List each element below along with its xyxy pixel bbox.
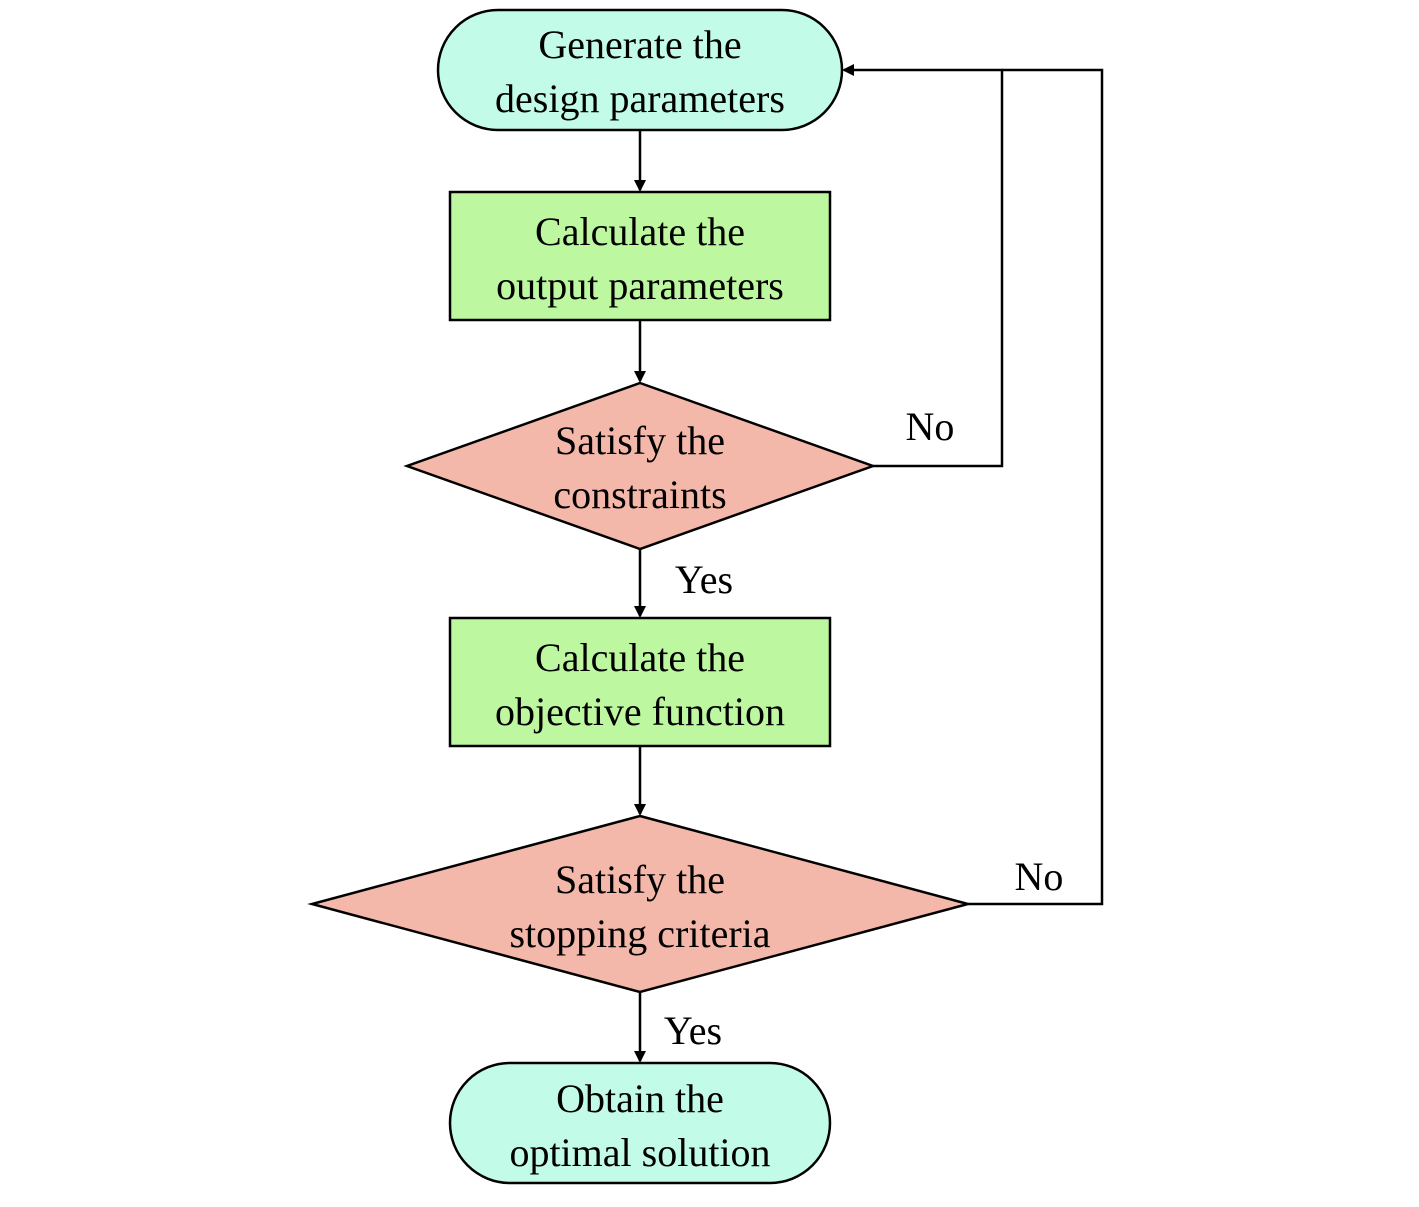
arrow-stopping-no-to-start xyxy=(968,68,1104,906)
calc-output-line2: output parameters xyxy=(496,263,784,308)
start-terminal-line1: Generate the xyxy=(538,22,741,67)
calc-output-process-shape xyxy=(448,190,832,322)
stopping-yes-label: Yes xyxy=(664,1008,722,1053)
constraints-decision: Satisfy the constraints xyxy=(403,381,877,551)
start-terminal-line2: design parameters xyxy=(495,76,785,121)
calc-output-line1: Calculate the xyxy=(535,209,745,254)
stopping-no-label: No xyxy=(1015,854,1064,899)
constraints-line2: constraints xyxy=(553,472,726,517)
constraints-no-label: No xyxy=(906,404,955,449)
stopping-decision-shape xyxy=(307,814,973,994)
calc-output-process: Calculate the output parameters xyxy=(448,190,832,322)
constraints-line1: Satisfy the xyxy=(555,418,725,463)
constraints-decision-shape xyxy=(403,381,877,551)
calc-objective-process-shape xyxy=(448,616,832,748)
stopping-decision: Satisfy the stopping criteria xyxy=(307,814,973,994)
end-terminal-line2: optimal solution xyxy=(509,1130,770,1175)
end-terminal: Obtain the optimal solution xyxy=(448,1061,832,1185)
stopping-line2: stopping criteria xyxy=(509,911,770,956)
end-terminal-line1: Obtain the xyxy=(556,1076,724,1121)
end-terminal-shape xyxy=(448,1061,832,1185)
constraints-yes-label: Yes xyxy=(675,557,733,602)
stopping-line1: Satisfy the xyxy=(555,857,725,902)
calc-objective-process: Calculate the objective function xyxy=(448,616,832,748)
calc-objective-line1: Calculate the xyxy=(535,635,745,680)
start-terminal: Generate the design parameters xyxy=(436,8,844,132)
arrow-constraints-no-to-start xyxy=(842,64,1004,468)
calc-objective-line2: objective function xyxy=(495,689,785,734)
